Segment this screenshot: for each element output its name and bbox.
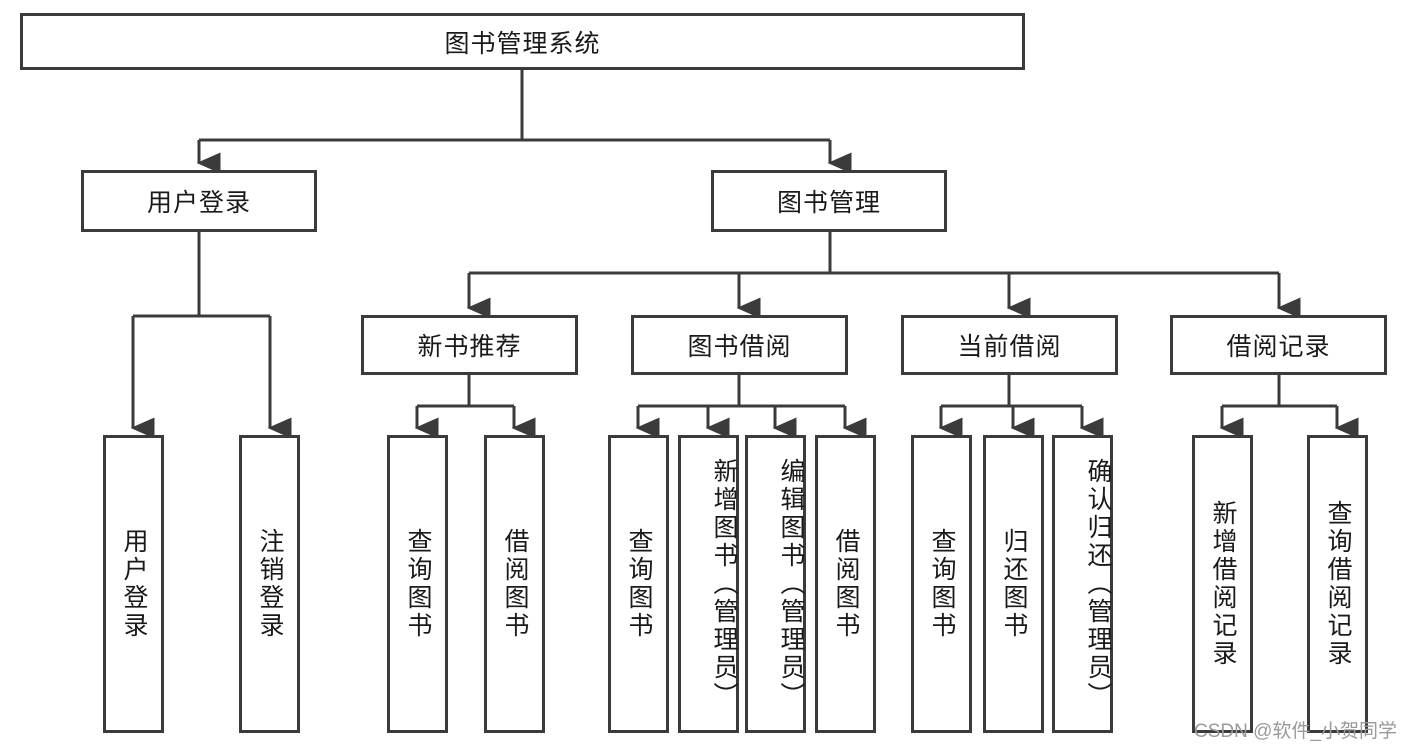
node-leaf-borrow-book-1-label: 借阅图书 <box>501 528 529 640</box>
node-leaf-query-book-2-label: 查询图书 <box>625 528 653 640</box>
node-leaf-add-book-admin-label: 新增图书（管理员） <box>710 458 738 710</box>
node-leaf-user-logout-label: 注销登录 <box>256 528 284 640</box>
node-book-manage[interactable]: 图书管理 <box>711 170 947 232</box>
node-leaf-query-book-1-label: 查询图书 <box>404 528 432 640</box>
node-user-login-label: 用户登录 <box>146 189 251 217</box>
node-leaf-user-login[interactable]: 用户登录 <box>103 435 164 733</box>
node-current-borrow[interactable]: 当前借阅 <box>901 315 1118 375</box>
node-book-borrow[interactable]: 图书借阅 <box>631 315 848 375</box>
node-leaf-user-logout[interactable]: 注销登录 <box>239 435 300 733</box>
node-book-borrow-label: 图书借阅 <box>687 333 792 361</box>
node-leaf-edit-book-admin[interactable]: 编辑图书（管理员） <box>745 435 806 733</box>
node-user-login[interactable]: 用户登录 <box>81 170 317 232</box>
node-leaf-borrow-book-2[interactable]: 借阅图书 <box>815 435 876 733</box>
node-leaf-return-book-label: 归还图书 <box>1000 528 1028 640</box>
node-borrow-record-label: 借阅记录 <box>1226 333 1331 361</box>
node-leaf-user-login-label: 用户登录 <box>120 528 148 640</box>
node-leaf-edit-book-admin-label: 编辑图书（管理员） <box>777 458 805 710</box>
node-root[interactable]: 图书管理系统 <box>20 13 1025 70</box>
node-leaf-query-book-1[interactable]: 查询图书 <box>387 435 448 733</box>
node-leaf-borrow-book-1[interactable]: 借阅图书 <box>484 435 545 733</box>
node-leaf-confirm-return-admin[interactable]: 确认归还（管理员） <box>1052 435 1113 733</box>
node-leaf-confirm-return-admin-label: 确认归还（管理员） <box>1084 458 1112 710</box>
node-current-borrow-label: 当前借阅 <box>957 333 1062 361</box>
node-root-label: 图书管理系统 <box>444 29 601 58</box>
node-leaf-add-borrow-record[interactable]: 新增借阅记录 <box>1192 435 1253 733</box>
node-leaf-borrow-book-2-label: 借阅图书 <box>832 528 860 640</box>
node-leaf-query-book-3[interactable]: 查询图书 <box>911 435 972 733</box>
node-borrow-record[interactable]: 借阅记录 <box>1170 315 1387 375</box>
node-leaf-add-book-admin[interactable]: 新增图书（管理员） <box>678 435 739 733</box>
node-leaf-return-book[interactable]: 归还图书 <box>983 435 1044 733</box>
node-leaf-query-book-2[interactable]: 查询图书 <box>608 435 669 733</box>
node-new-book-recommend-label: 新书推荐 <box>417 333 522 361</box>
node-leaf-add-borrow-record-label: 新增借阅记录 <box>1209 500 1237 668</box>
node-book-manage-label: 图书管理 <box>776 189 881 217</box>
node-leaf-query-borrow-record-label: 查询借阅记录 <box>1324 500 1352 668</box>
watermark: CSDN @软件_小贺同学 <box>1194 721 1397 742</box>
node-leaf-query-borrow-record[interactable]: 查询借阅记录 <box>1307 435 1368 733</box>
node-new-book-recommend[interactable]: 新书推荐 <box>361 315 578 375</box>
node-leaf-query-book-3-label: 查询图书 <box>928 528 956 640</box>
